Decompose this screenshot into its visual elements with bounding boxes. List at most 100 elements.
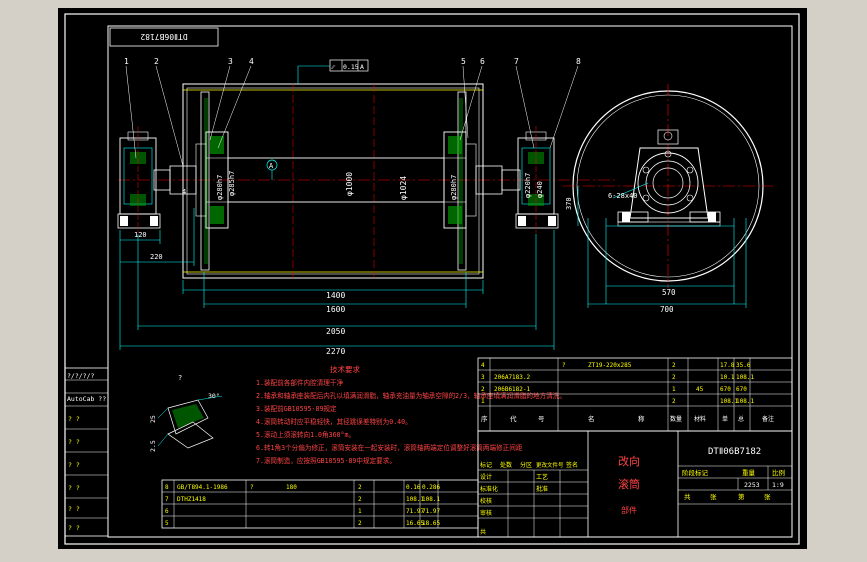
title-label-weight: 重量 [742,469,756,477]
pt-r3-c10: 108.1 [736,398,754,405]
stamp-text: DTⅡ06B7182 [140,32,187,41]
dim-2050: 2050 [326,327,345,336]
pt-hdr-0: 序 [481,414,488,423]
pt-r2-c9: 670 [720,386,731,393]
title-label-stage: 阶段标记 [682,468,709,477]
lp-r0-c0: 8 [165,484,169,491]
tol-symbol: ⁄⁄ [330,63,336,71]
tech-line-5: 5.滚动上须滚转向1.0角360°m。 [256,430,355,439]
title-row-1: 标准化 [480,485,498,493]
pt-hdr-1: 代 [510,414,517,423]
lp-r1-c10: 108.1 [422,496,440,503]
lp-r0-c5: 2 [358,484,362,491]
pt-r1-c0: 3 [481,374,485,381]
side-strip-5: ? ? [68,484,80,492]
pt-r1-c1: 206A7183.2 [494,374,531,381]
title-block: DTⅡ06B7182 改向 滚筒 部件 2253 1:9 阶段标记 重量 比例 … [477,430,793,538]
lp-r3-c9: 16.65 [406,520,424,527]
detail-mark: ? [178,374,182,382]
pt-hdr-6: 材料 [694,415,706,423]
lp-r3-c0: 5 [165,520,169,527]
lower-parts-table: 8 GB/T894.1-1986 ? 180 2 0.16 0.286 7 DT… [161,479,479,529]
lp-r2-c9: 71.97 [422,508,440,515]
dim-d220b: φ220h7 [524,173,532,198]
lp-r2-c8: 71.97 [406,508,424,515]
pt-r0-c9: 35.6 [736,362,751,369]
lp-r0-c4: 180 [286,484,297,491]
pt-r3-c0: 1 [481,398,485,405]
title-row-5: 批准 [536,485,548,493]
pt-r1-c6: 2 [672,374,676,381]
dim-700: 700 [660,305,674,314]
pt-hdr-5: 数量 [670,415,682,423]
tol-value: 0.15 [343,63,359,71]
drawing-canvas: ?/?/?/? AutoCab ?? ? ? ? ? ? ? ? ? ? ? ?… [58,8,807,549]
lp-r1-c6: 2 [358,496,362,503]
outer-frame [64,13,800,545]
dim-30deg: 30° [208,392,220,400]
balloon-1: 1 [124,57,129,66]
pt-r0-c8: 17.8 [720,362,735,369]
lp-r3-c6: 2 [358,520,362,527]
lp-r0-c1: GB/T894.1-1986 [177,484,228,491]
pt-hdr-4: 称 [638,414,645,423]
side-strip-1: AutoCab ?? [67,395,106,403]
tech-line-2: 2.轴承和轴承座装配后内孔以填满润滑脂，轴承充油量为轴承空隙的2/3，轴承座填满… [256,391,566,400]
pt-hdr-9: 备注 [762,415,774,423]
dim-120: 120 [134,231,147,239]
tech-title: 技术要求 [330,364,360,374]
tech-line-3: 3.装配前GB10595-89规定 [256,404,337,413]
title-row-3: 审核 [480,509,492,517]
title-weight: 2253 [744,481,760,489]
title-row-4: 工艺 [536,473,548,481]
side-strip-7: ? ? [68,524,80,532]
lp-r1-c1: DTHZ1418 [177,496,206,503]
tech-line-6: 6.转1角3个分偏为修正，滚筒安装在一起安装时，滚筒轴两端定位调整好滚筒两端修正… [256,443,523,452]
inner-frame [107,25,793,538]
title-name-1: 改向 [618,454,640,468]
tech-line-1: 1.装配前各部件内腔清理干净 [256,378,343,387]
title-sheet-1: 张 [710,492,717,501]
side-strip: ?/?/?/? AutoCab ?? ? ? ? ? ? ? ? ? ? ? ?… [64,367,109,537]
dim-220: 220 [150,253,163,261]
cad-drawing: ?/?/?/? AutoCab ?? ? ? ? ? ? ? ? ? ? ? ?… [64,13,800,545]
title-unit: 部件 [621,505,637,515]
pt-r0-c5: 2 [672,362,676,369]
dim-d240: φ240 [536,181,544,198]
pt-r2-c1: 206B6182-1 [494,386,531,393]
title-label-4: 签名 [566,461,578,469]
title-row-2: 校核 [480,497,492,505]
bearing-seat-left [117,126,161,233]
side-strip-2: ? ? [68,415,80,423]
pt-r0-c2: ? [562,362,566,369]
balloon-4: 4 [249,57,254,66]
dim-1600: 1600 [326,305,345,314]
dim-d1024: φ1024 [399,176,408,200]
dim-370: 370 [565,197,573,210]
lp-r0-c7: 0.16 [406,484,421,491]
title-sheet-2: 第 [738,492,745,501]
title-drawing-no: DTⅡ06B7182 [708,447,761,457]
side-strip-3: ? ? [68,438,80,446]
pt-hdr-2: 号 [538,415,545,423]
lp-r2-c5: 1 [358,508,362,515]
lp-r1-c0: 7 [165,496,169,503]
dim-24: 2.5 [149,440,157,452]
title-name-2: 滚筒 [618,477,640,491]
dim-2270: 2270 [326,347,345,356]
dim-d1000: φ1000 [345,172,354,196]
tech-requirements: 技术要求 1.装配前各部件内腔清理干净 2.轴承和轴承座装配后内孔以填满润滑脂，… [256,364,566,465]
balloon-6: 6 [480,57,485,66]
title-row-0: 设计 [480,473,492,481]
title-label-2: 分区 [520,461,532,469]
pt-r2-c0: 2 [481,386,485,393]
datum-label: A [269,162,274,170]
tolerance-frame: ⁄⁄ 0.15 A [297,59,369,84]
title-label-0: 标记 [480,461,492,469]
bearing-seat-right [515,126,559,233]
balloon-8: 8 [576,57,581,66]
stamp-box: DTⅡ06B7182 [109,27,219,47]
pt-hdr-7: 单 [722,415,728,423]
balloon-3: 3 [228,57,233,66]
front-view: 1 2 3 4 5 6 7 8 ⁄⁄ 0.15 A [117,57,618,356]
